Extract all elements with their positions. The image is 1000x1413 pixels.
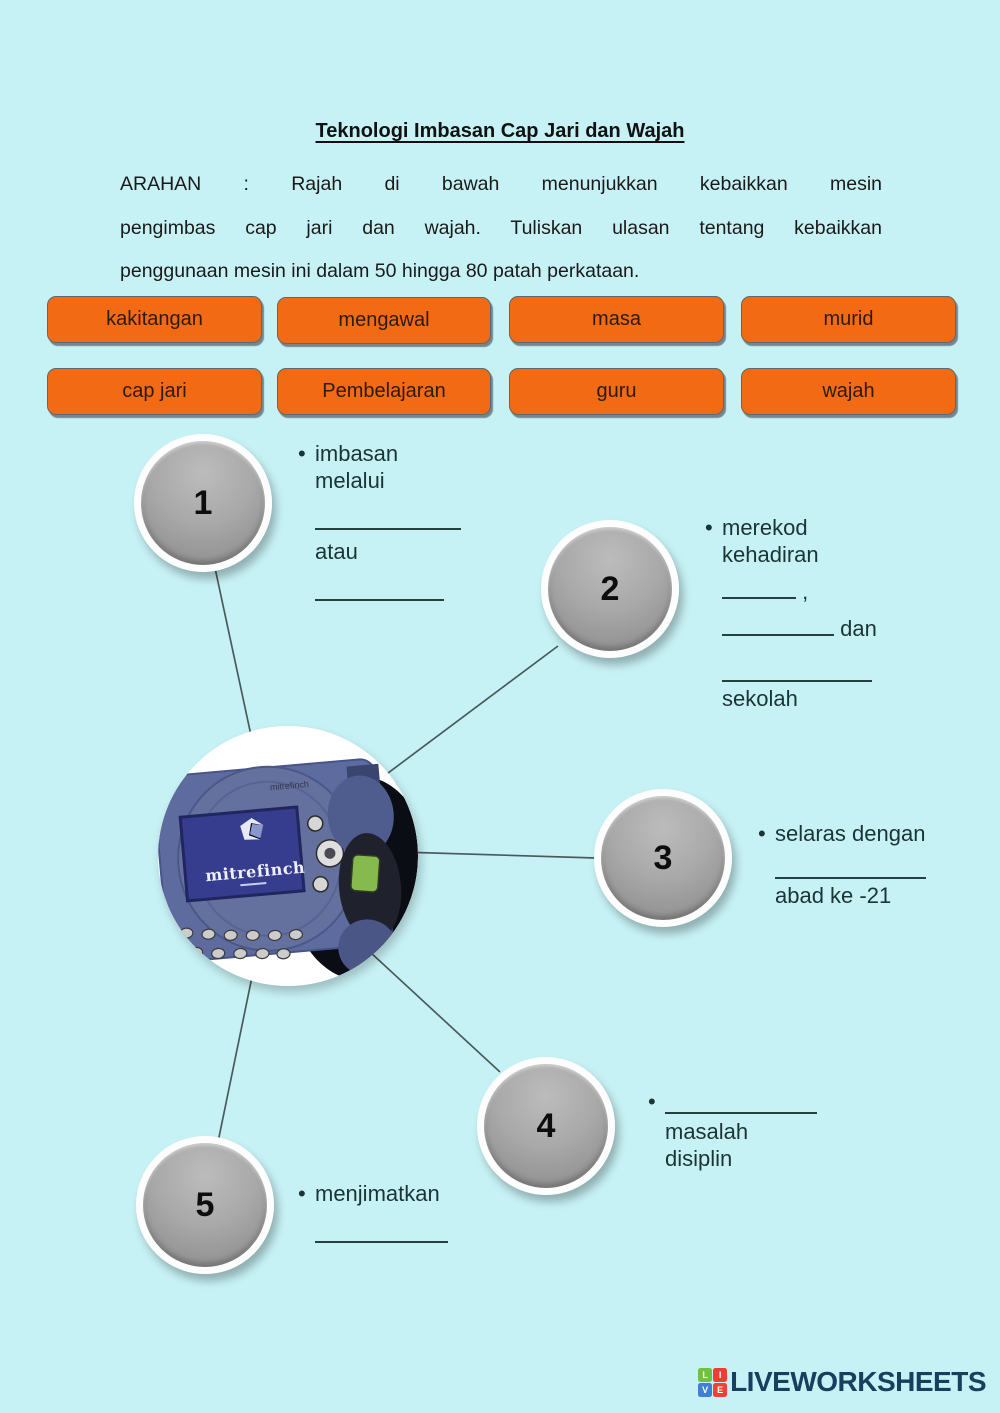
node-number: 1 (193, 483, 213, 522)
node2-word: sekolah (722, 686, 798, 711)
answer-blank[interactable] (722, 579, 796, 599)
answer-blank[interactable] (722, 658, 872, 682)
instructions-line: penggunaan mesin ini dalam 50 hingga 80 … (120, 260, 640, 282)
word-chip-cap-jari[interactable]: cap jari (47, 368, 262, 415)
node-circle-1: 1 (134, 434, 272, 572)
instructions-line: pengimbas cap jari dan wajah. Tuliskan u… (120, 216, 882, 239)
node-number: 2 (600, 569, 620, 608)
word-chip-guru[interactable]: guru (509, 368, 724, 415)
bullet: • (705, 515, 713, 540)
answer-blank[interactable] (775, 855, 926, 879)
node2-word: kehadiran (722, 542, 819, 567)
node5-word: menjimatkan (315, 1181, 440, 1206)
node-number: 4 (536, 1106, 556, 1145)
node2-blank-row: , (722, 578, 925, 605)
node-text-3: • selaras dengan abad ke -21 (758, 820, 968, 909)
logo-square-l: L (698, 1367, 713, 1382)
node3-word: selaras dengan (775, 821, 926, 846)
word-chip-pembelajaran[interactable]: Pembelajaran (277, 368, 491, 415)
node-circle-4: 4 (477, 1057, 615, 1195)
bullet: • (648, 1089, 656, 1114)
answer-blank[interactable] (315, 506, 461, 530)
node-text-5: • menjimatkan (298, 1180, 483, 1251)
node2-comma: , (796, 579, 809, 604)
node2-blank-row: dan (722, 615, 925, 642)
node-circle-2: 2 (541, 520, 679, 658)
node-circle-3: 3 (594, 789, 732, 927)
node3-word: abad ke -21 (775, 883, 892, 908)
node-number: 3 (653, 838, 673, 877)
answer-blank[interactable] (315, 1219, 448, 1243)
machine-brand-small: mitrefinch (270, 779, 310, 792)
logo-square-e: E (713, 1382, 728, 1397)
bullet: • (298, 441, 306, 466)
answer-blank[interactable] (315, 577, 444, 601)
word-chip-wajah[interactable]: wajah (741, 368, 956, 415)
machine-screen (178, 805, 306, 903)
bullet: • (758, 821, 766, 846)
word-chip-kakitangan[interactable]: kakitangan (47, 296, 262, 343)
node1-word: atau (315, 539, 358, 564)
node4-word: masalah (665, 1119, 749, 1144)
node-circle-5: 5 (136, 1136, 274, 1274)
node-text-4: • masalah disiplin (648, 1088, 848, 1172)
page-title: Teknologi Imbasan Cap Jari dan Wajah (315, 120, 685, 142)
liveworksheets-logo-text: LIVEWORKSHEETS (730, 1366, 986, 1397)
liveworksheets-logo-icon: L I V E (698, 1367, 728, 1397)
fingerprint-reader-hood (327, 775, 394, 856)
node-text-1: • imbasan melalui atau (298, 440, 483, 609)
word-chip-mengawal[interactable]: mengawal (277, 297, 491, 344)
node4-word: disiplin (665, 1146, 733, 1171)
liveworksheets-logo[interactable]: L I V E LIVEWORKSHEETS (698, 1366, 986, 1398)
answer-blank[interactable] (722, 616, 834, 636)
logo-square-i: I (713, 1367, 728, 1382)
instructions-line: ARAHAN : Rajah di bawah menunjukkan keba… (120, 173, 882, 195)
answer-blank[interactable] (665, 1090, 817, 1114)
fingerprint-machine-illustration: mitrefinch mitrefinch (158, 726, 418, 986)
node-text-2: • merekod kehadiran , dan sekolah (705, 514, 925, 712)
machine-image: mitrefinch mitrefinch (158, 726, 418, 986)
node2-word: merekod (722, 515, 808, 540)
node1-word: imbasan (315, 441, 399, 466)
instructions: ARAHAN : Rajah di bawah menunjukkan keba… (120, 163, 882, 294)
bullet: • (298, 1181, 306, 1206)
logo-square-v: V (698, 1382, 713, 1397)
node1-word: melalui (315, 468, 385, 493)
node2-dan: dan (834, 616, 877, 641)
word-chip-masa[interactable]: masa (509, 296, 724, 343)
fingerprint-sensor (350, 854, 381, 893)
node-number: 5 (195, 1185, 215, 1224)
word-chip-murid[interactable]: murid (741, 296, 956, 343)
